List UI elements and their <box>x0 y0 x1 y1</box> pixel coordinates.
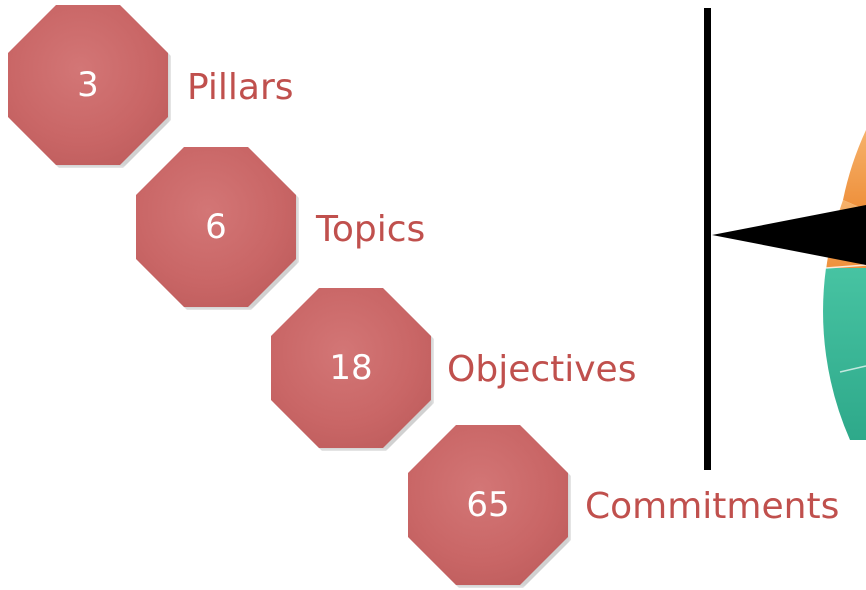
topics-octagon: 6 <box>136 147 296 307</box>
pillars-octagon: 3 <box>8 5 168 165</box>
pillars-count: 3 <box>77 65 99 105</box>
topics-label: Topics <box>316 209 426 250</box>
objectives-count: 18 <box>329 348 373 388</box>
wheel-graphic <box>712 130 866 440</box>
objectives-octagon: 18 <box>271 288 431 448</box>
vertical-divider <box>704 8 711 470</box>
commitments-label: Commitments <box>585 486 840 527</box>
commitments-octagon: 65 <box>408 425 568 585</box>
topics-count: 6 <box>205 207 227 247</box>
commitments-count: 65 <box>466 485 510 525</box>
wheel-teal-segment <box>823 268 866 440</box>
pillars-label: Pillars <box>187 67 294 108</box>
objectives-label: Objectives <box>447 349 637 390</box>
arrow-left-icon <box>712 205 866 265</box>
wheel-orange-segment <box>843 130 866 210</box>
